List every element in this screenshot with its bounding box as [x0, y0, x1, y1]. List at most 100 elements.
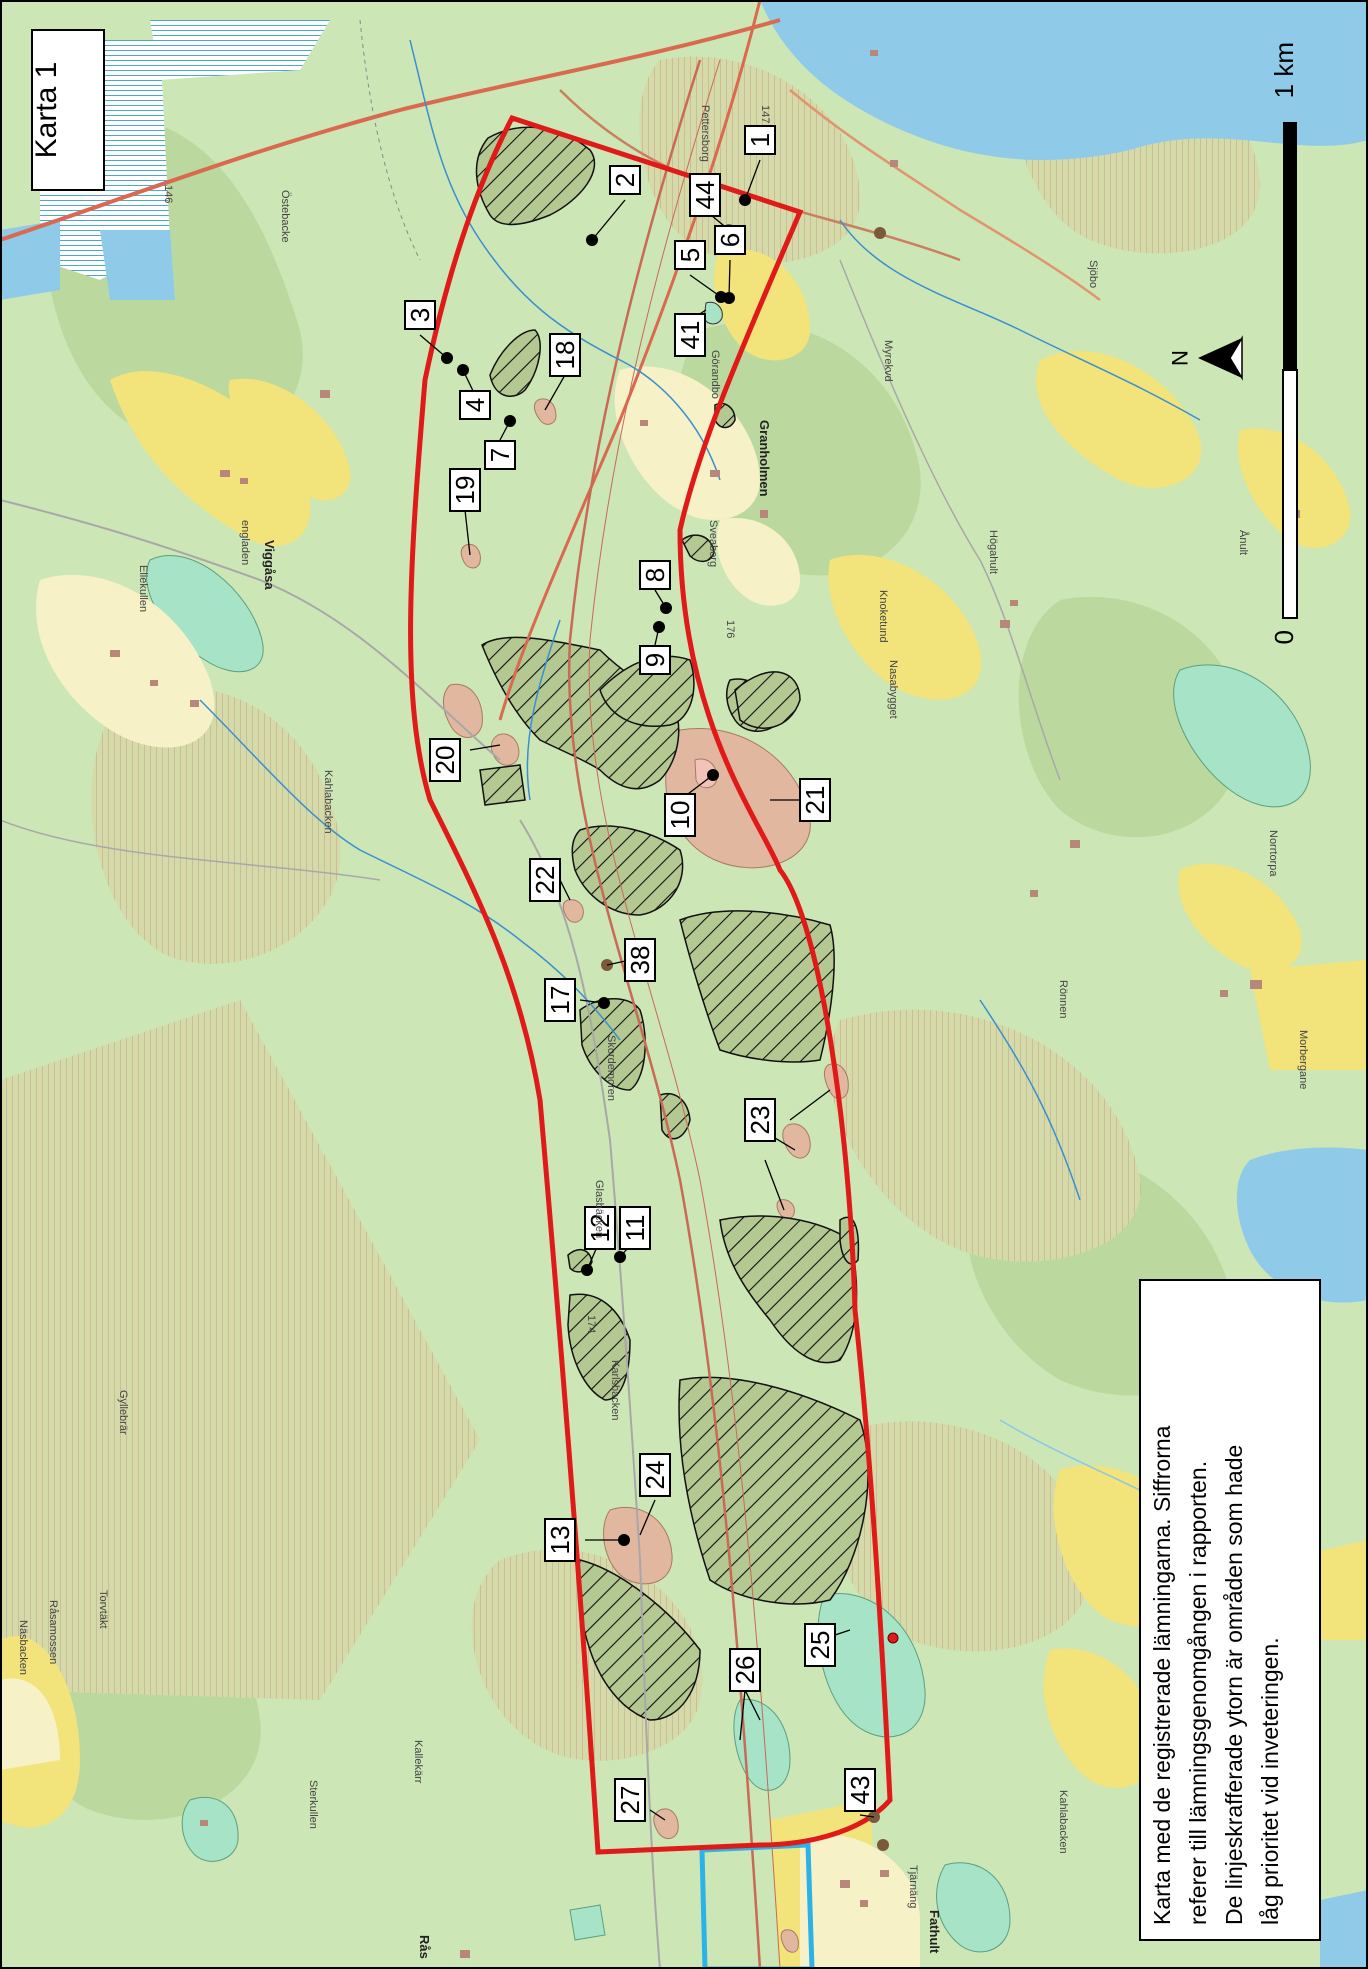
- label-text-27: 27: [615, 1786, 645, 1815]
- area-south: [780, 1929, 799, 1953]
- label-text-4: 4: [460, 398, 490, 412]
- place-torvtakt: Torvtäkt: [97, 1590, 109, 1629]
- label-10: 10: [664, 793, 696, 837]
- place-granholmen: Granholmen: [757, 420, 772, 497]
- place-nasabygget: Nasabygget: [887, 660, 899, 719]
- label-7: 7: [484, 440, 516, 470]
- north-label: N: [1167, 350, 1192, 366]
- place-ronnen: Rönnen: [1057, 980, 1069, 1019]
- caption-line-4: låg prioritet vid inveteringen.: [1257, 1637, 1283, 1925]
- roads: [0, 0, 1161, 1969]
- label-43: 43: [844, 1768, 876, 1812]
- area-23a: [782, 1123, 811, 1159]
- place-ostebacke: Östebacke: [279, 190, 291, 243]
- place-anult: Ånult: [1237, 530, 1250, 555]
- label-5: 5: [674, 240, 706, 270]
- map-title: Karta 1: [30, 62, 63, 159]
- place-ras: Rås: [417, 1935, 432, 1959]
- label-13: 13: [544, 1518, 576, 1562]
- label-38: 38: [624, 938, 656, 982]
- label-text-9: 9: [640, 653, 670, 667]
- area-20a: [443, 683, 483, 738]
- label-26: 26: [729, 1648, 761, 1692]
- elevation-146: 146: [162, 185, 174, 203]
- survey-area-boundary: [408, 114, 893, 1855]
- area-18: [533, 398, 557, 425]
- area-24: [603, 1506, 673, 1585]
- place-fathult: Fathult: [927, 1910, 942, 1954]
- label-2: 2: [609, 165, 641, 195]
- label-text-18: 18: [550, 341, 580, 370]
- elevation-147: 147: [759, 105, 771, 123]
- label-text-1: 1: [745, 133, 775, 147]
- place-kahlabacken: Kahlabacken: [322, 770, 334, 834]
- label-27: 27: [614, 1778, 646, 1822]
- label-text-43: 43: [845, 1776, 875, 1805]
- label-text-26: 26: [730, 1656, 760, 1685]
- north-arrow: N: [1167, 335, 1243, 381]
- scale-bar: 1 km 0: [1269, 42, 1299, 644]
- label-text-8: 8: [640, 568, 670, 582]
- label-22: 22: [529, 858, 561, 902]
- label-text-22: 22: [530, 866, 560, 895]
- label-6: 6: [714, 225, 746, 255]
- label-text-23: 23: [745, 1106, 775, 1135]
- place-gorandbo: Görandbo: [709, 350, 721, 399]
- place-tjarnang: Tjärnäng: [907, 1865, 919, 1908]
- label-text-25: 25: [805, 1631, 835, 1660]
- place-glasback: Glasbäcken: [593, 1180, 605, 1238]
- point-south: [877, 1839, 889, 1851]
- map-title-box: Karta 1: [30, 29, 105, 191]
- place-knoketund: Knoketund: [877, 590, 889, 643]
- caption-box: Karta med de registrerade lämningarna. S…: [1139, 1279, 1321, 1941]
- label-text-6: 6: [715, 233, 745, 247]
- label-24: 24: [639, 1453, 671, 1497]
- point-edge: [887, 1632, 899, 1644]
- label-1: 1: [744, 125, 776, 155]
- label-18: 18: [549, 333, 581, 377]
- label-text-19: 19: [450, 476, 480, 505]
- label-19: 19: [449, 468, 481, 512]
- label-text-12: 12: [585, 1214, 615, 1243]
- label-20: 20: [429, 738, 461, 782]
- caption-line-2: referer till lämningsgenomgången i rappo…: [1185, 1461, 1211, 1925]
- place-names: Viggåsa Granholmen Sveaborg Görandbo Öst…: [17, 105, 1309, 1959]
- caption-line-1: Karta med de registrerade lämningarna. S…: [1149, 1425, 1175, 1925]
- place-sveaborg: Sveaborg: [707, 520, 719, 567]
- buildings: [110, 50, 1300, 1958]
- place-nasbacken: Näsbacken: [17, 1620, 29, 1675]
- label-8: 8: [639, 560, 671, 590]
- scale-zero-label: 0: [1269, 630, 1299, 644]
- label-23: 23: [744, 1098, 776, 1142]
- place-kallekarr: Kallekärr: [412, 1740, 424, 1784]
- place-norrtorpa: Norrtorpa: [1267, 830, 1279, 877]
- label-text-7: 7: [485, 448, 515, 462]
- place-sterkullen: Sterkullen: [307, 1780, 319, 1829]
- label-11: 11: [619, 1206, 651, 1250]
- hatched-low-priority-areas: [475, 126, 869, 1721]
- label-17: 17: [544, 978, 576, 1022]
- place-morbergane: Morbergane: [1297, 1030, 1309, 1089]
- place-engladen: engladen: [239, 520, 251, 565]
- label-text-20: 20: [430, 746, 460, 775]
- elevation-174: 174: [585, 1315, 597, 1333]
- label-text-38: 38: [625, 946, 655, 975]
- place-viggasa: Viggåsa: [262, 540, 277, 590]
- place-kahlabacken2: Kahlabacken: [1057, 1790, 1069, 1854]
- area-19: [460, 543, 481, 569]
- label-41: 41: [674, 313, 706, 357]
- label-text-5: 5: [675, 248, 705, 262]
- elevation-176: 176: [724, 620, 736, 638]
- label-4: 4: [459, 390, 491, 420]
- label-text-11: 11: [620, 1215, 650, 1242]
- place-sjobo: Sjöbo: [1087, 260, 1099, 288]
- caption-line-3: De linjeskrafferade ytorn är områden som…: [1221, 1445, 1247, 1925]
- label-text-44: 44: [690, 181, 720, 210]
- place-skordemoren: Skordemoren: [605, 1035, 617, 1101]
- label-text-41: 41: [675, 321, 705, 350]
- point-east: [874, 227, 886, 239]
- label-text-24: 24: [640, 1461, 670, 1490]
- label-text-13: 13: [545, 1526, 575, 1555]
- place-gyllebrar: Gyllebrär: [117, 1390, 129, 1435]
